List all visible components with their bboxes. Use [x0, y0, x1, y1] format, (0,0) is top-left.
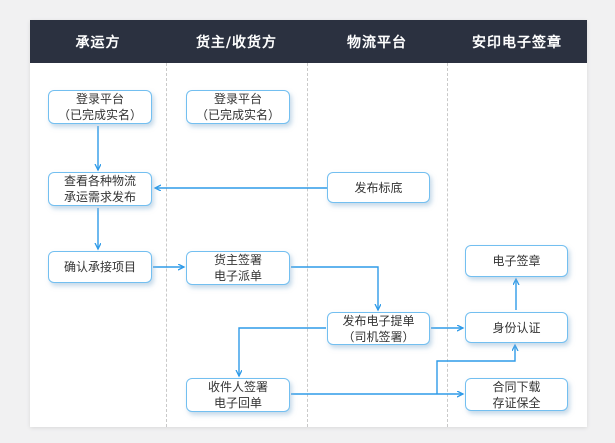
flow-node-label: 登录平台	[75, 92, 124, 106]
flow-node-anyin-identity: 身份认证	[465, 312, 568, 343]
flow-node-shipper-sign: 货主签署电子派单	[186, 251, 290, 285]
flow-node-label: 身份认证	[492, 320, 541, 335]
flow-node-label: 电子签章	[492, 254, 541, 268]
flow-node-label: 收件人签署	[207, 380, 268, 394]
flow-node-carrier-view: 查看各种物流承运需求发布	[48, 172, 152, 206]
flow-node-label: 发布标底	[354, 180, 403, 195]
flow-node-platform-publish: 发布标底	[327, 172, 430, 203]
flow-node-label: 登录平台	[213, 92, 262, 106]
flow-node-label: （司机签署）	[342, 329, 415, 344]
lane-header-bar: 承运方 货主/收货方 物流平台 安印电子签章	[30, 20, 587, 63]
lane-title-anyin: 安印电子签章	[472, 34, 562, 51]
lane-title-platform: 物流平台	[347, 34, 407, 51]
flow-node-label: 电子回单	[213, 396, 262, 410]
flow-node-label: （已完成实名）	[57, 108, 142, 122]
flow-node-shipper-login: 登录平台 （已完成实名）	[186, 90, 290, 124]
lane-title-shipper: 货主/收货方	[195, 34, 278, 51]
flow-node-label: 查看各种物流	[63, 174, 136, 188]
flow-node-platform-ebill: 发布电子提单（司机签署）	[327, 312, 430, 345]
flow-node-label: 发布电子提单	[342, 313, 415, 328]
flow-node-label: 承运需求发布	[63, 190, 136, 204]
flow-node-label: 确认承接项目	[63, 260, 136, 274]
flow-node-carrier-login: 登录平台 （已完成实名）	[48, 90, 152, 124]
flow-node-anyin-esign: 电子签章	[465, 245, 568, 277]
flow-node-anyin-contract: 合同下载存证保全	[465, 378, 568, 411]
lane-title-carrier: 承运方	[75, 34, 121, 51]
flow-node-receiver-sign: 收件人签署电子回单	[186, 378, 290, 412]
lane-divider	[307, 63, 308, 427]
flow-node-label: 存证保全	[492, 395, 541, 410]
flow-node-label: 电子派单	[213, 269, 262, 283]
flow-node-label: 货主签署	[213, 253, 262, 267]
flow-node-label: （已完成实名）	[195, 108, 280, 122]
flow-node-label: 合同下载	[492, 379, 541, 394]
flow-node-carrier-confirm: 确认承接项目	[48, 251, 152, 283]
lane-divider	[447, 63, 448, 427]
lane-divider	[166, 63, 167, 427]
